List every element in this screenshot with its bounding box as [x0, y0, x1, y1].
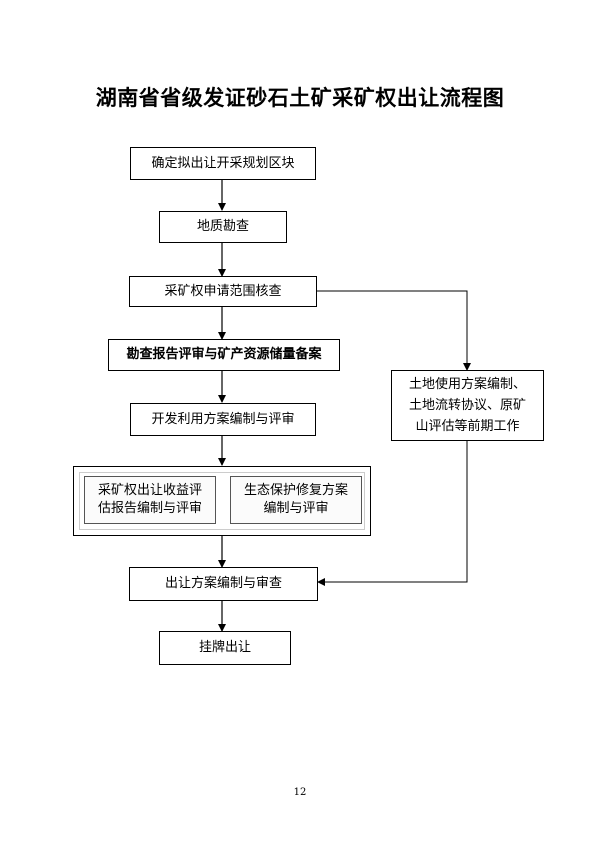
revenue-evaluation-line-2: 估报告编制与评审	[97, 501, 202, 516]
flow-step-define-block: 确定拟出让开采规划区块	[130, 147, 316, 180]
flow-step-report-review: 勘查报告评审与矿产资源储量备案	[108, 339, 340, 371]
land-preparation-line-1: 土地使用方案编制、	[408, 377, 526, 392]
flow-step-listing-transfer: 挂牌出让	[159, 631, 291, 665]
side-step-land-preparation: 土地使用方案编制、 土地流转协议、原矿 山评估等前期工作	[391, 370, 544, 441]
land-preparation-line-2: 土地流转协议、原矿	[408, 398, 526, 413]
parallel-review-inner-frame	[79, 472, 365, 530]
ecological-restoration-line-1: 生态保护修复方案	[243, 483, 348, 498]
flow-step-ecological-restoration: 生态保护修复方案 编制与评审	[230, 476, 362, 524]
flow-step-geological-survey: 地质勘查	[159, 211, 287, 243]
flow-step-development-plan: 开发利用方案编制与评审	[130, 403, 316, 436]
page-title: 湖南省省级发证砂石土矿采矿权出让流程图	[95, 85, 505, 110]
flow-step-mining-scope-check: 采矿权申请范围核查	[129, 276, 317, 307]
land-preparation-line-3: 山评估等前期工作	[415, 419, 520, 434]
ecological-restoration-line-2: 编制与评审	[263, 501, 329, 516]
flow-step-revenue-evaluation: 采矿权出让收益评 估报告编制与评审	[84, 476, 216, 524]
flow-step-transfer-plan: 出让方案编制与审查	[129, 567, 318, 601]
page-number: 12	[293, 787, 307, 798]
revenue-evaluation-line-1: 采矿权出让收益评	[97, 483, 202, 498]
